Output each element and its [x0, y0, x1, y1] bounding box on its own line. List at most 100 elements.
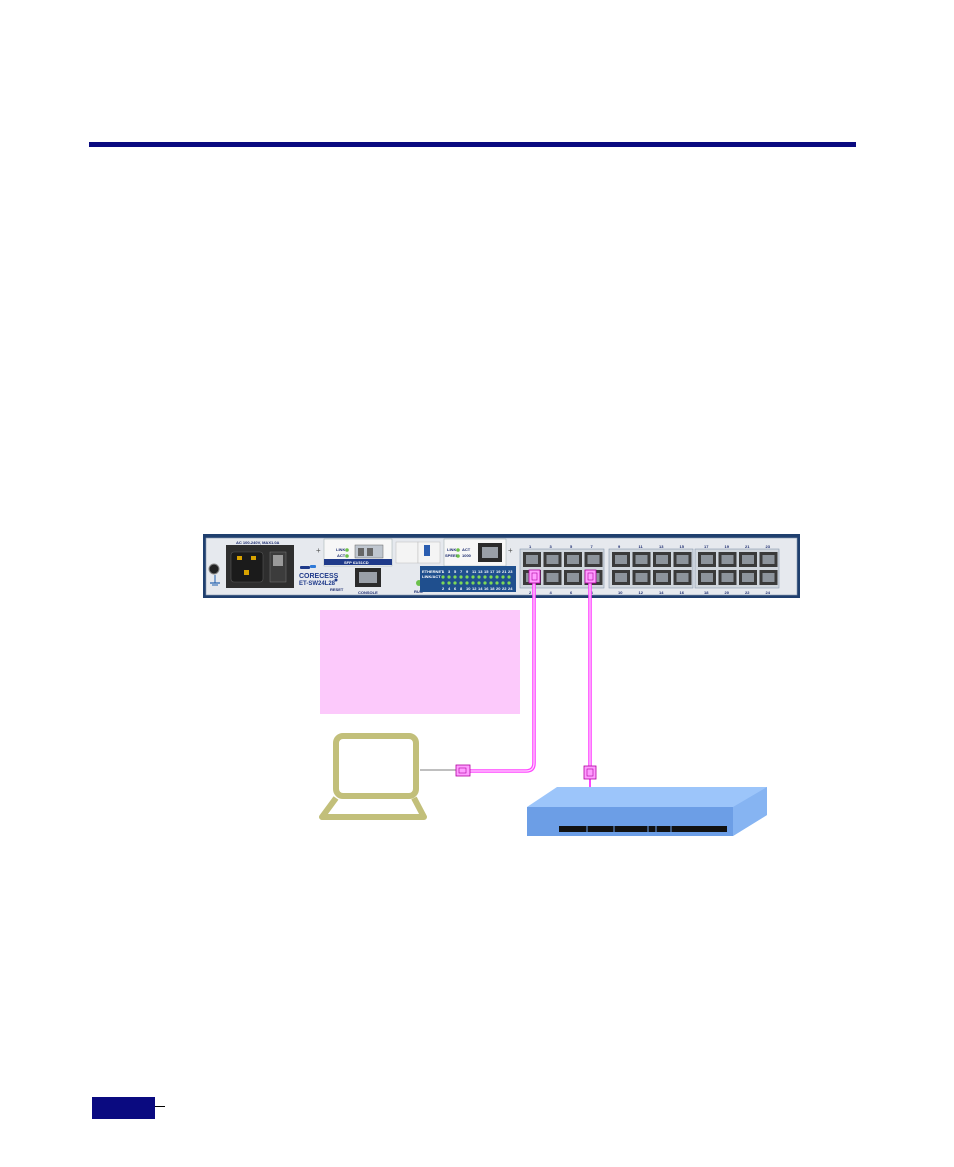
led-number-bottom: 14: [478, 586, 483, 591]
port-led: [453, 575, 457, 579]
led-number-bottom: 16: [484, 586, 489, 591]
port-led: [501, 575, 505, 579]
port-number-top: 1: [529, 544, 532, 549]
port-led: [465, 575, 469, 579]
power-label: AC 100-240V, MAX1.0A: [236, 540, 280, 545]
port-led-panel: [420, 566, 516, 592]
port-led: [507, 575, 511, 579]
cable-to-laptop: [420, 582, 536, 773]
rj45-plug-icon: [455, 764, 471, 777]
mgmt-act-label: ACT: [462, 547, 471, 552]
led-number-bottom: 8: [460, 586, 463, 591]
port-number-top: 17: [704, 544, 709, 549]
page-number-tick: [155, 1106, 165, 1107]
rj45-plug-icon: [584, 569, 597, 584]
led-number-bottom: 24: [508, 586, 513, 591]
port-number-bottom: 10: [618, 590, 623, 595]
port-number-bottom: 24: [766, 590, 771, 595]
sfp-link-label: LINK: [336, 547, 345, 552]
power-pin-icon: [237, 556, 242, 560]
port-led: [507, 581, 511, 585]
port-led: [477, 581, 481, 585]
led-number-top: 3: [448, 569, 451, 574]
led-number-bottom: 4: [448, 586, 451, 591]
sfp-act-label: ACT: [337, 553, 346, 558]
port-number-top: 15: [680, 544, 685, 549]
led-number-bottom: 10: [466, 586, 471, 591]
led-number-bottom: 6: [454, 586, 457, 591]
rj45-plug-icon: [583, 765, 597, 780]
header-rule: [89, 142, 856, 147]
mgmt-link-label: LINK: [447, 547, 456, 552]
port-number-bottom: 2: [529, 590, 532, 595]
led-number-bottom: 20: [496, 586, 501, 591]
mgmt-fdx-label: 1000: [462, 553, 472, 558]
port-led: [501, 581, 505, 585]
port-led: [459, 581, 463, 585]
led-number-top: 11: [472, 569, 477, 574]
port-led: [471, 575, 475, 579]
port-number-bottom: 22: [745, 590, 750, 595]
switch-rear-panel: AC 100-240V, MAX1.0A + + SFP 61/31CD LIN…: [203, 534, 800, 598]
port-led: [483, 581, 487, 585]
port-number-top: 23: [766, 544, 771, 549]
led-number-top: 21: [502, 569, 507, 574]
port-led: [465, 581, 469, 585]
port-number-bottom: 18: [704, 590, 709, 595]
svg-text:+: +: [508, 546, 513, 555]
svg-text:+: +: [316, 546, 321, 555]
led-number-top: 7: [460, 569, 463, 574]
annotation-box: [320, 610, 520, 714]
reset-label: RESET: [330, 587, 344, 592]
led-number-top: 1: [442, 569, 445, 574]
run-label: RUN: [414, 589, 423, 594]
led-number-top: 19: [496, 569, 501, 574]
led-linkact-label: LINK/ACT: [422, 574, 441, 579]
port-number-bottom: 20: [725, 590, 730, 595]
port-led: [471, 581, 475, 585]
port-number-bottom: 8: [591, 590, 594, 595]
led-number-top: 17: [490, 569, 495, 574]
port-number-bottom: 6: [570, 590, 573, 595]
laptop-icon: [319, 733, 427, 820]
port-led: [447, 581, 451, 585]
port-number-top: 13: [659, 544, 664, 549]
port-led: [441, 581, 445, 585]
brand-logo: [300, 565, 316, 569]
port-number-top: 19: [725, 544, 730, 549]
network-hub-icon: [527, 787, 767, 836]
module-bay: [395, 541, 419, 564]
port-number-top: 11: [639, 544, 644, 549]
port-number-bottom: 12: [639, 590, 644, 595]
ground-symbol-icon: [210, 575, 220, 586]
port-led: [483, 575, 487, 579]
port-led: [459, 575, 463, 579]
port-number-top: 5: [570, 544, 573, 549]
mgmt-speed-label: SPEED: [445, 553, 459, 558]
led-number-top: 13: [478, 569, 483, 574]
led-number-top: 9: [466, 569, 469, 574]
led-number-bottom: 12: [472, 586, 477, 591]
led-number-top: 15: [484, 569, 489, 574]
screw-icon: [208, 563, 220, 575]
port-number-bottom: 16: [680, 590, 685, 595]
port-led: [477, 575, 481, 579]
led-number-bottom: 18: [490, 586, 495, 591]
console-label: CONSOLE: [358, 590, 378, 595]
led-ethernet-label: ETHERNET: [422, 569, 444, 574]
port-led: [489, 581, 493, 585]
model-name: ET-SW24L28: [299, 581, 336, 587]
led-number-bottom: 22: [502, 586, 507, 591]
port-led: [495, 575, 499, 579]
port-led: [453, 581, 457, 585]
port-number-bottom: 14: [659, 590, 664, 595]
sfp-label: SFP 61/31CD: [344, 560, 369, 565]
brand-name: CORECESS: [299, 573, 339, 580]
port-number-top: 3: [550, 544, 553, 549]
port-number-top: 9: [618, 544, 621, 549]
led-number-bottom: 2: [442, 586, 445, 591]
port-led: [495, 581, 499, 585]
